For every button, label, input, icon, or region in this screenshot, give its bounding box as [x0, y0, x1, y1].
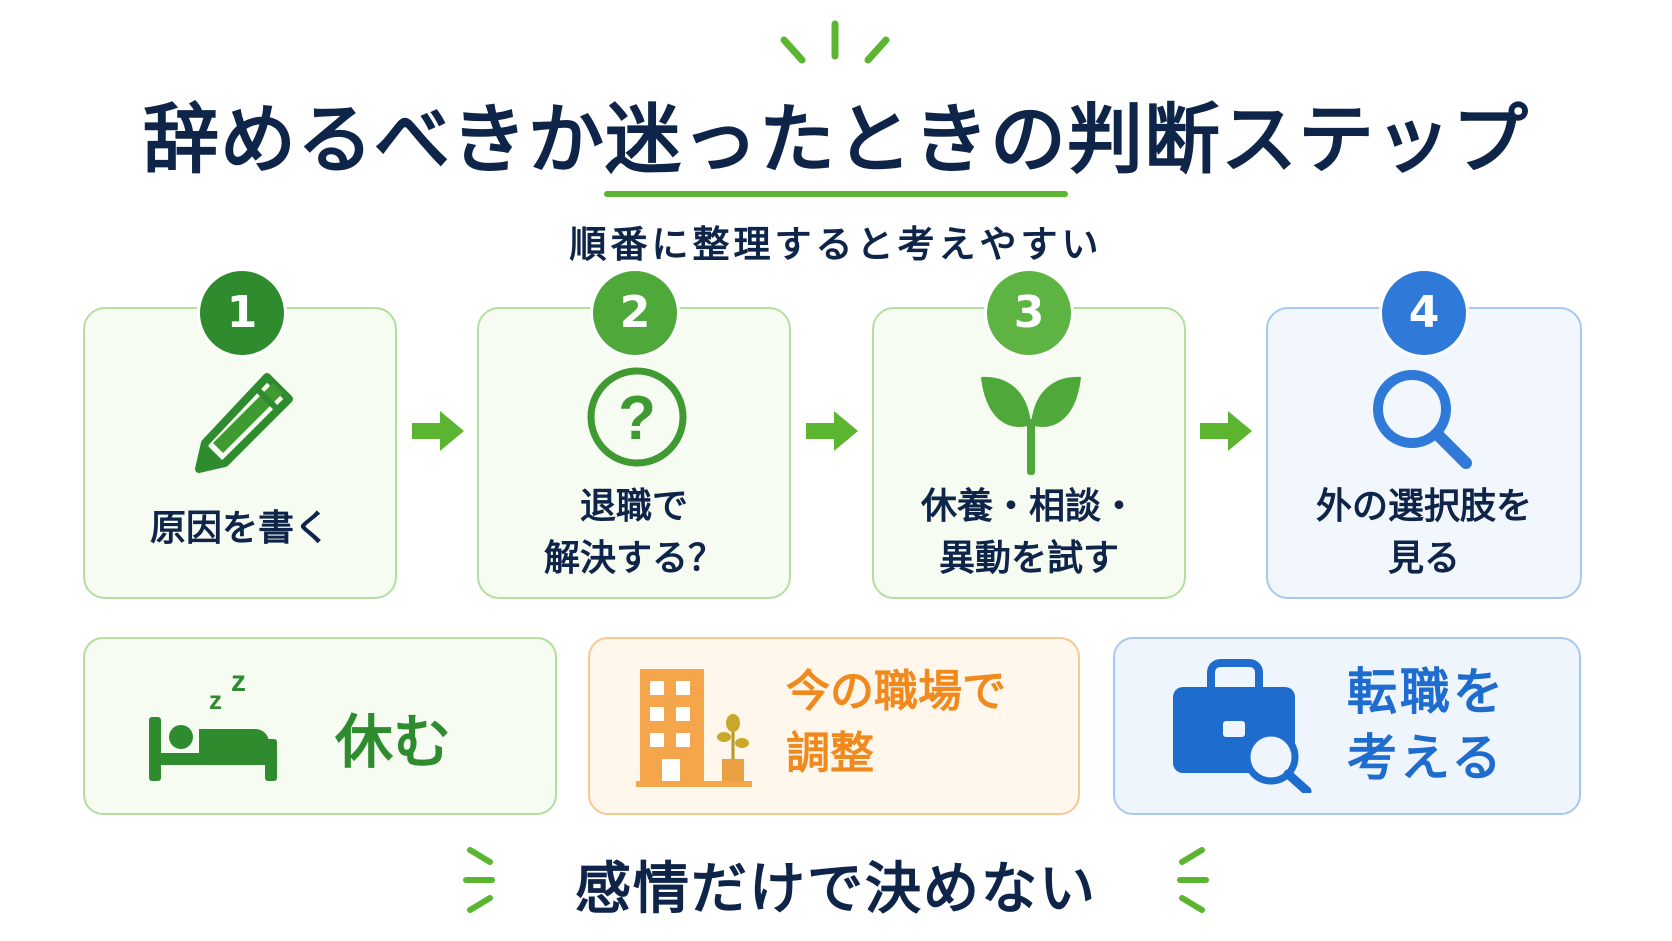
- office-building-icon: [636, 669, 752, 787]
- svg-text:z: z: [209, 685, 222, 715]
- option-card-change-job: 転職を 考える: [1113, 637, 1581, 815]
- title-underline: [604, 191, 1068, 197]
- step-1-number-badge: 1: [197, 268, 287, 358]
- briefcase-search-icon: [1173, 659, 1312, 793]
- question-icon: ?: [587, 367, 687, 467]
- magnifier-icon: [1373, 370, 1472, 469]
- svg-text:z: z: [231, 665, 246, 698]
- sprout-icon: [981, 376, 1081, 475]
- arrow-right-icon: [806, 411, 858, 451]
- step-4-label-line2: 見る: [1387, 538, 1460, 579]
- svg-text:?: ?: [618, 384, 656, 453]
- option-adjust-label-line2: 調整: [786, 728, 874, 779]
- option-card-rest: z z 休む: [83, 637, 557, 815]
- step-2-label-line1: 退職で: [579, 486, 688, 527]
- option-adjust-label-line1: 今の職場で: [786, 666, 1006, 717]
- footer-spark-left-icon: [463, 847, 495, 913]
- step-2-number-badge: 2: [590, 268, 680, 358]
- step-1-label: 原因を書く: [149, 508, 330, 549]
- step-card-4: 外の選択肢を 見る: [1266, 307, 1582, 599]
- option-card-adjust: 今の職場で 調整: [588, 637, 1080, 815]
- page-subtitle: 順番に整理すると考えやすい: [569, 223, 1103, 266]
- step-4-number-badge: 4: [1379, 268, 1469, 358]
- option-rest-label: 休む: [335, 708, 452, 776]
- pencil-icon: [195, 373, 293, 473]
- step-2-label-line2: 解決する？: [543, 538, 724, 579]
- option-change-label-line2: 考える: [1347, 729, 1505, 787]
- footer-message: 感情だけで決めない: [575, 857, 1097, 922]
- bed-sleep-icon: z z: [149, 665, 277, 781]
- step-3-label-line2: 異動を試す: [938, 538, 1119, 579]
- page-title: 辞めるべきか迷ったときの判断ステップ: [143, 95, 1529, 184]
- step-3-number-badge: 3: [984, 268, 1074, 358]
- step-4-label-line1: 外の選択肢を: [1315, 486, 1532, 527]
- arrow-right-icon: [412, 411, 464, 451]
- step-3-label-line1: 休養・相談・: [920, 486, 1137, 527]
- option-change-label-line1: 転職を: [1347, 663, 1506, 721]
- title-spark-icon: [780, 20, 890, 64]
- footer-spark-right-icon: [1177, 847, 1209, 913]
- arrow-right-icon: [1200, 411, 1252, 451]
